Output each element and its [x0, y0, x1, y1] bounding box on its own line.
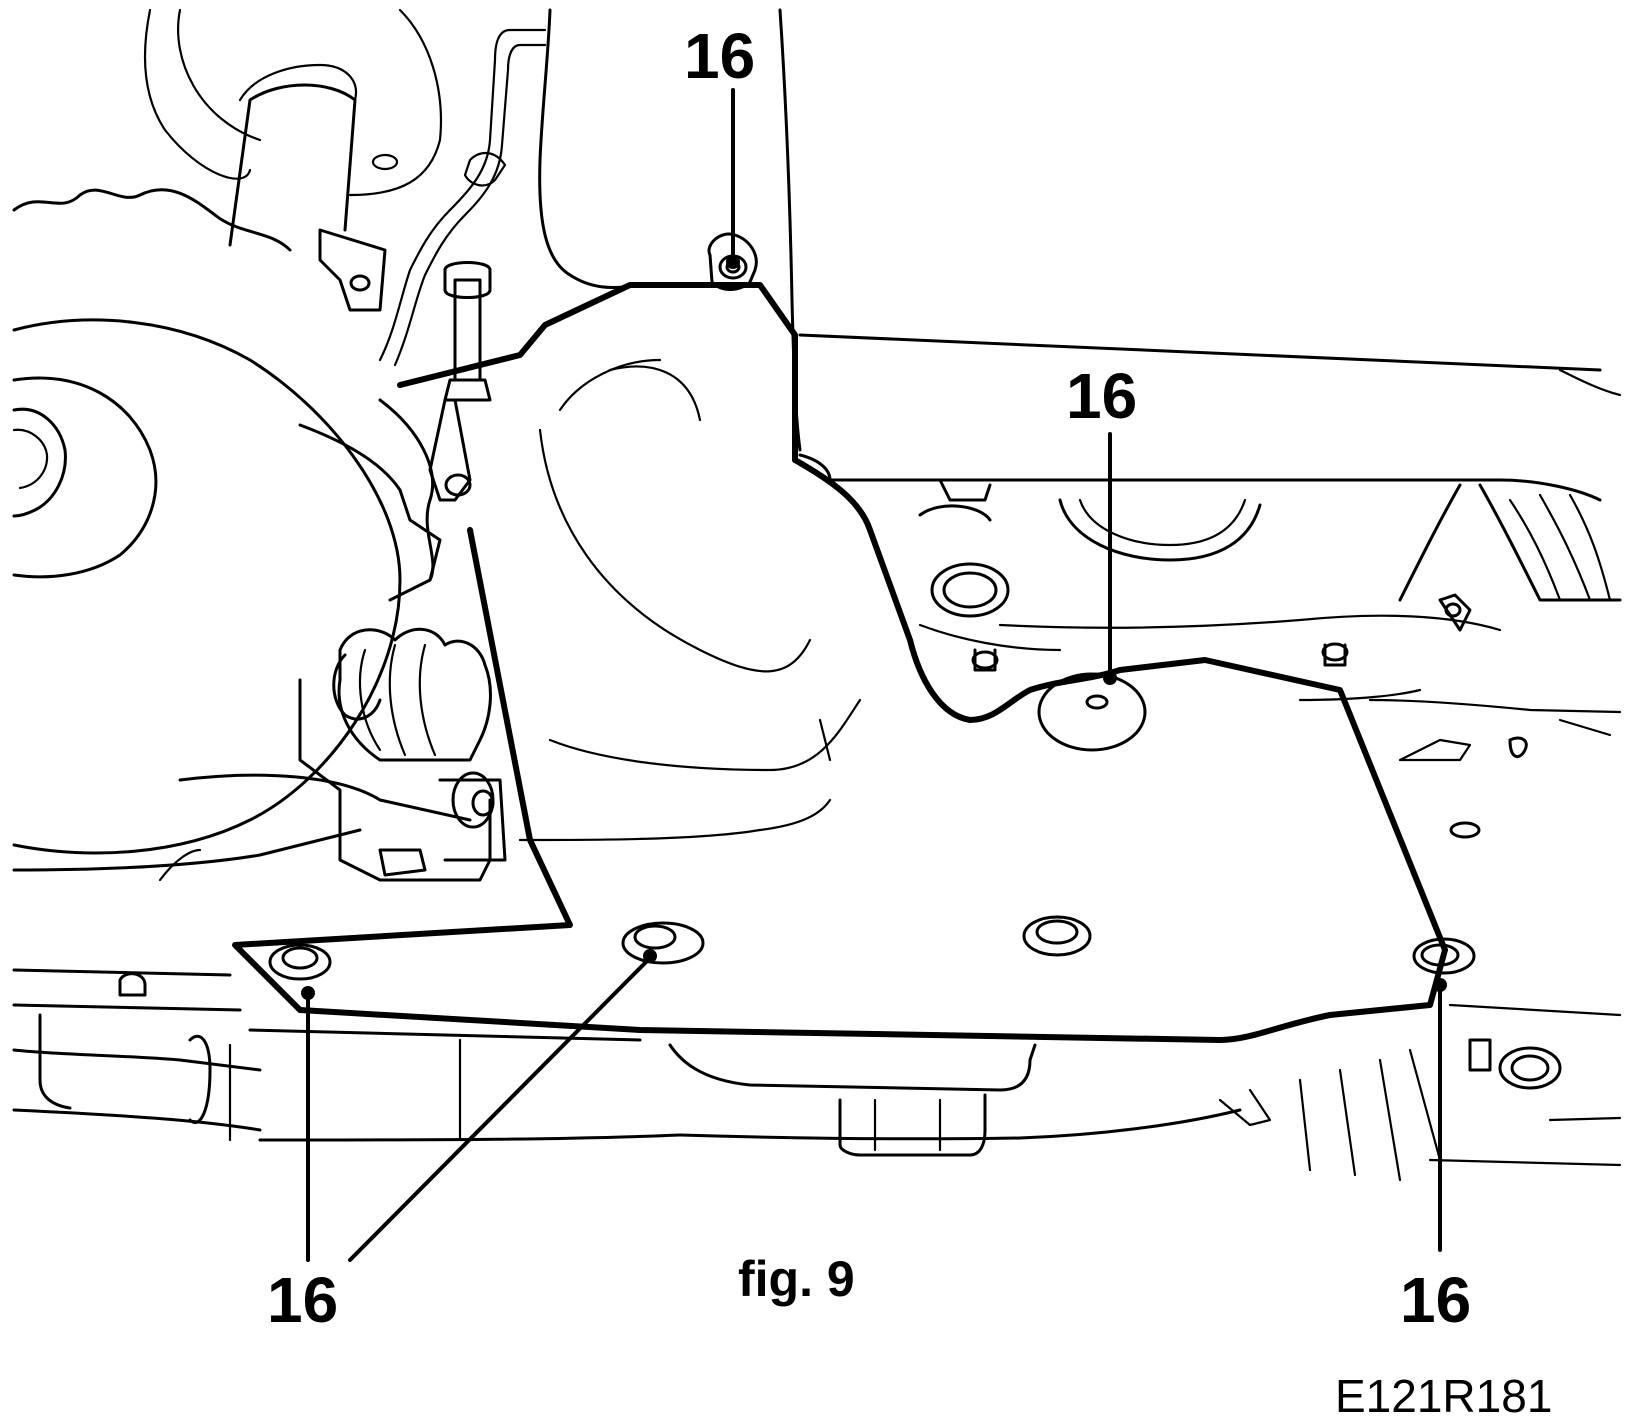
figure-caption: fig. 9: [738, 1251, 855, 1307]
callout-label-bottom-left: 16: [267, 1264, 338, 1336]
callout-label-top: 16: [684, 20, 755, 92]
callout-label-center: 16: [1066, 360, 1137, 432]
shield-outline: [232, 282, 1448, 1043]
leader-lines: [306, 88, 1442, 1262]
background-components: [12, 8, 1622, 1182]
figure-reference-code: E121R181: [1335, 1370, 1552, 1422]
callout-dots: [301, 255, 1447, 1000]
callout-label-bottom-right: 16: [1400, 1264, 1471, 1336]
